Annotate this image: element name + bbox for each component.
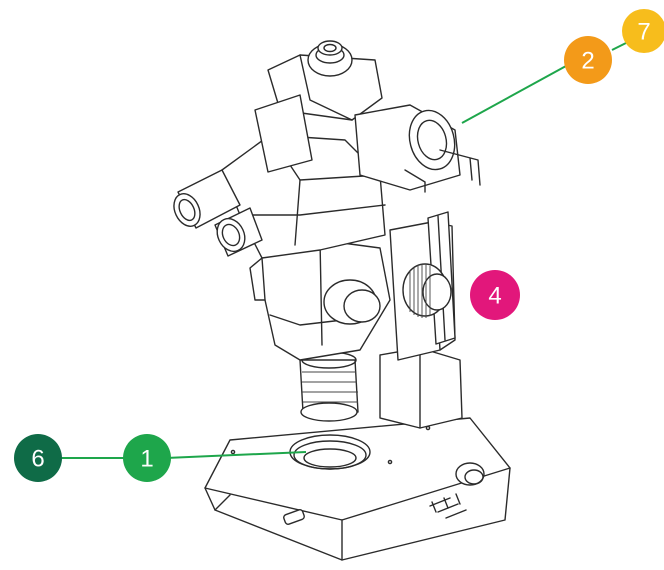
callout-6: 6	[14, 434, 62, 482]
callout-2: 2	[564, 36, 612, 84]
callout-7-label: 7	[637, 19, 650, 46]
camera-port	[254, 40, 383, 173]
callout-1-circle	[123, 434, 171, 482]
side-attachment	[354, 104, 481, 193]
callout-2-label: 2	[581, 48, 594, 75]
callout-7: 7	[622, 9, 664, 53]
callout-1: 1	[123, 434, 171, 482]
callout-4: 4	[470, 270, 520, 320]
zoom-body	[249, 239, 391, 361]
callout-7-circle	[622, 9, 664, 53]
callout-4-label: 4	[488, 283, 501, 310]
stereo-microscope-icon	[173, 40, 511, 561]
callout-2-circle	[564, 36, 612, 84]
callout-1-label: 1	[140, 446, 153, 473]
leader-line-2-attachment	[461, 65, 567, 124]
microscope-column	[379, 211, 463, 429]
callout-6-circle	[14, 434, 62, 482]
objective-lens	[299, 351, 359, 422]
callout-6-label: 6	[31, 446, 44, 473]
callout-4-circle	[470, 270, 520, 320]
microscope-base	[204, 417, 511, 561]
leader-lines	[56, 41, 629, 459]
leader-line-1-stage	[165, 451, 307, 459]
leader-line-7-2	[611, 41, 629, 51]
focus-knob	[402, 263, 452, 318]
